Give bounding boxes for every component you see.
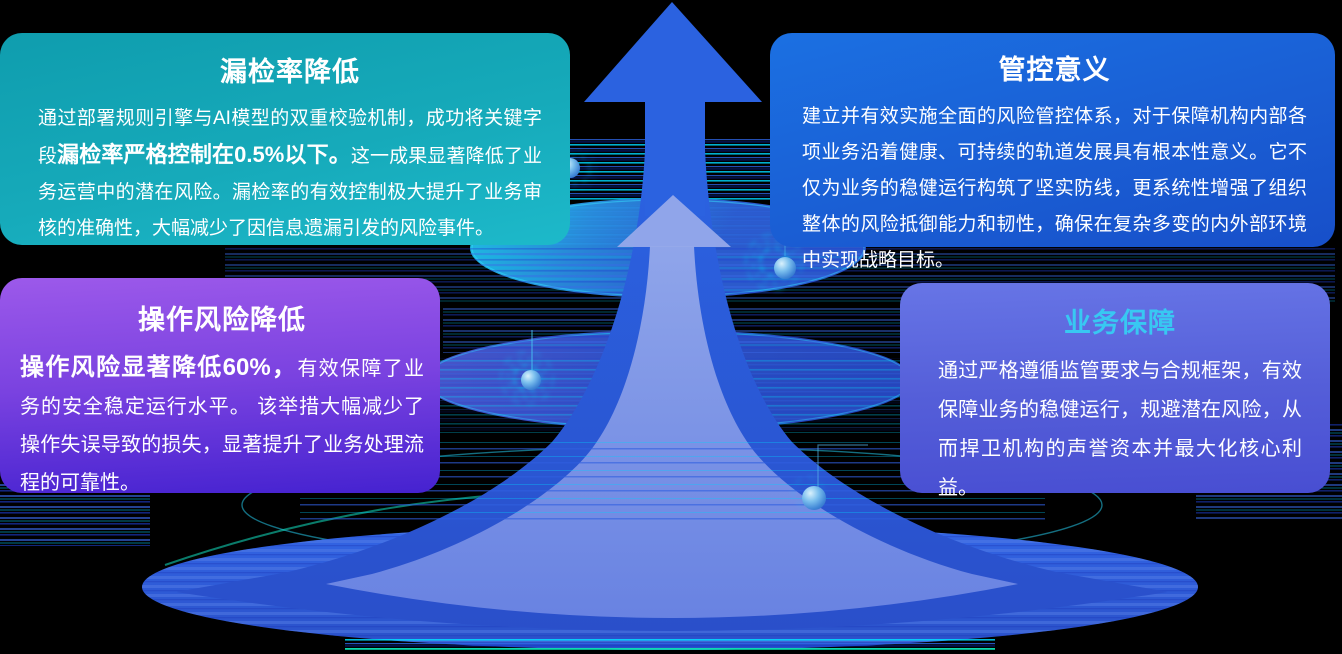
card-title: 漏检率降低	[220, 57, 360, 87]
body-text: 有效保障了业务的安全稳定运行水平。 该举措大幅减少了操作失误导致的损失，显著提升…	[20, 358, 424, 494]
glow-orb	[774, 257, 796, 279]
scanline-green	[345, 648, 995, 650]
scanline-band	[345, 638, 995, 652]
card-body: 通过部署规则引擎与AI模型的双重校验机制，成功将关键字段漏检率严格控制在0.5%…	[38, 101, 542, 247]
dark-arrow-shaft	[645, 96, 705, 216]
card-body: 建立并有效实施全面的风险管控体系，对于保障机构内部各项业务沿着健康、可持续的轨道…	[802, 106, 1307, 271]
card-operation-risk-reduction: 操作风险降低 操作风险显著降低60%，有效保障了业务的安全稳定运行水平。 该举措…	[0, 278, 440, 494]
glow-rings	[500, 149, 824, 508]
card-miss-rate-reduction: 漏检率降低 通过部署规则引擎与AI模型的双重校验机制，成功将关键字段漏检率严格控…	[0, 33, 570, 245]
card-body: 通过严格遵循监管要求与合规框架，有效保障业务的稳健运行，规避潜在风险，从而捍卫机…	[938, 360, 1302, 499]
body-text: 通过部署规则引擎与AI模型的双重校验机制，成功将关键字段	[38, 108, 542, 167]
body-highlight: 操作风险显著降低60%，	[20, 354, 298, 381]
light-arrow-head	[617, 195, 731, 247]
glow-orb	[802, 486, 826, 510]
light-funnel	[326, 246, 1018, 618]
card-body: 操作风险显著降低60%，有效保障了业务的安全稳定运行水平。 该举措大幅减少了操作…	[20, 349, 424, 502]
body-text: 这一成果显著降低了业务运营中的潜在风险。漏检率的有效控制极大提升了业务审核的准确…	[38, 146, 542, 239]
card-business-guarantee: 业务保障 通过严格遵循监管要求与合规框架，有效保障业务的稳健运行，规避潜在风险，…	[900, 283, 1330, 499]
card-control-meaning: 管控意义 建立并有效实施全面的风险管控体系，对于保障机构内部各项业务沿着健康、可…	[770, 33, 1335, 271]
dark-arrow-head	[584, 2, 762, 102]
card-title: 业务保障	[1064, 308, 1176, 338]
glow-orb	[521, 370, 541, 390]
card-title: 操作风险降低	[138, 305, 306, 335]
body-highlight: 漏检率严格控制在0.5%以下。	[57, 142, 351, 167]
circuit-line	[817, 444, 868, 488]
card-title: 管控意义	[998, 55, 1111, 85]
